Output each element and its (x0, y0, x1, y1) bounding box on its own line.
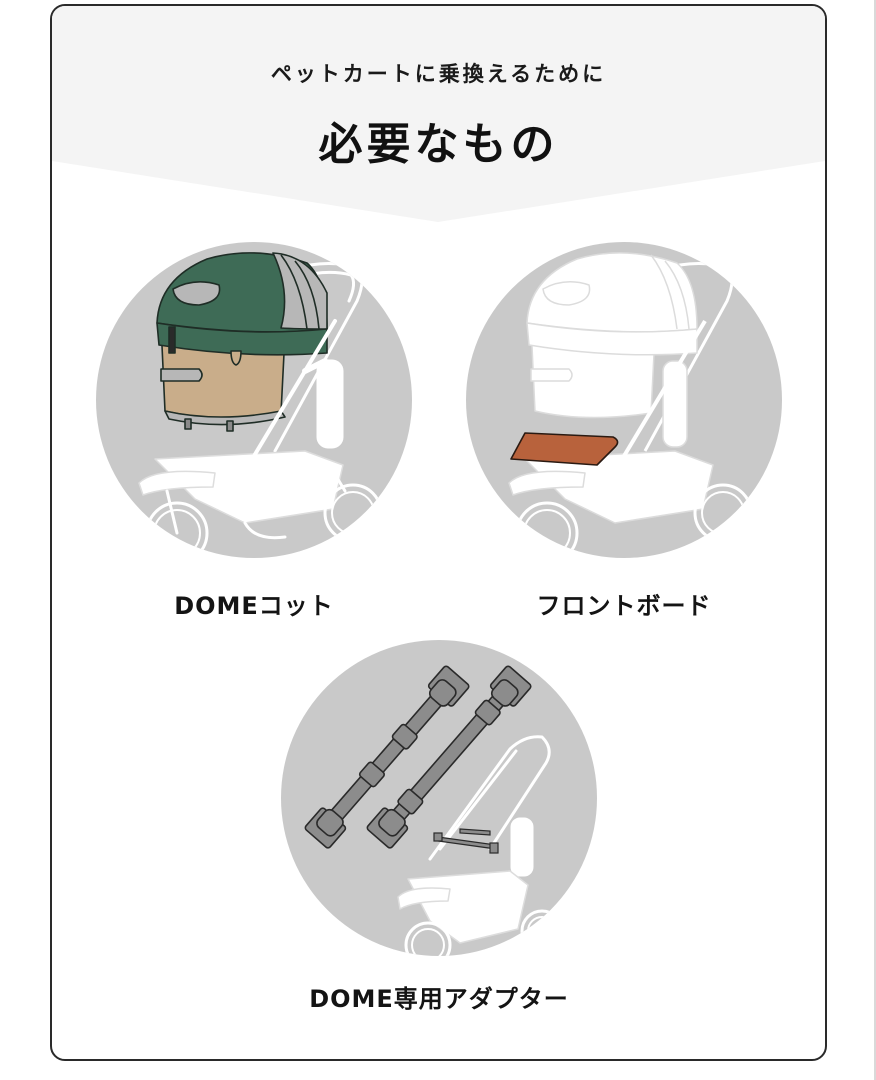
front-board-illustration (465, 241, 783, 559)
dome-adapter-illustration (280, 639, 598, 957)
header-banner (52, 6, 825, 226)
page-subtitle: ペットカートに乗換えるために (270, 62, 607, 86)
item-label-dome-cot: DOMEコット (174, 592, 334, 620)
item-dome-adapter: DOME専用アダプター (280, 639, 598, 1019)
item-label-dome-adapter: DOME専用アダプター (309, 985, 569, 1013)
item-dome-cot: DOMEコット (95, 241, 413, 621)
dome-cot-illustration (95, 241, 413, 559)
page-edge-line (874, 0, 876, 1080)
item-front-board: フロントボード (465, 241, 783, 621)
item-label-front-board: フロントボード (536, 592, 712, 620)
required-items-card: ペットカートに乗換えるために 必要なもの (50, 4, 827, 1061)
page-title: 必要なもの (318, 119, 559, 170)
